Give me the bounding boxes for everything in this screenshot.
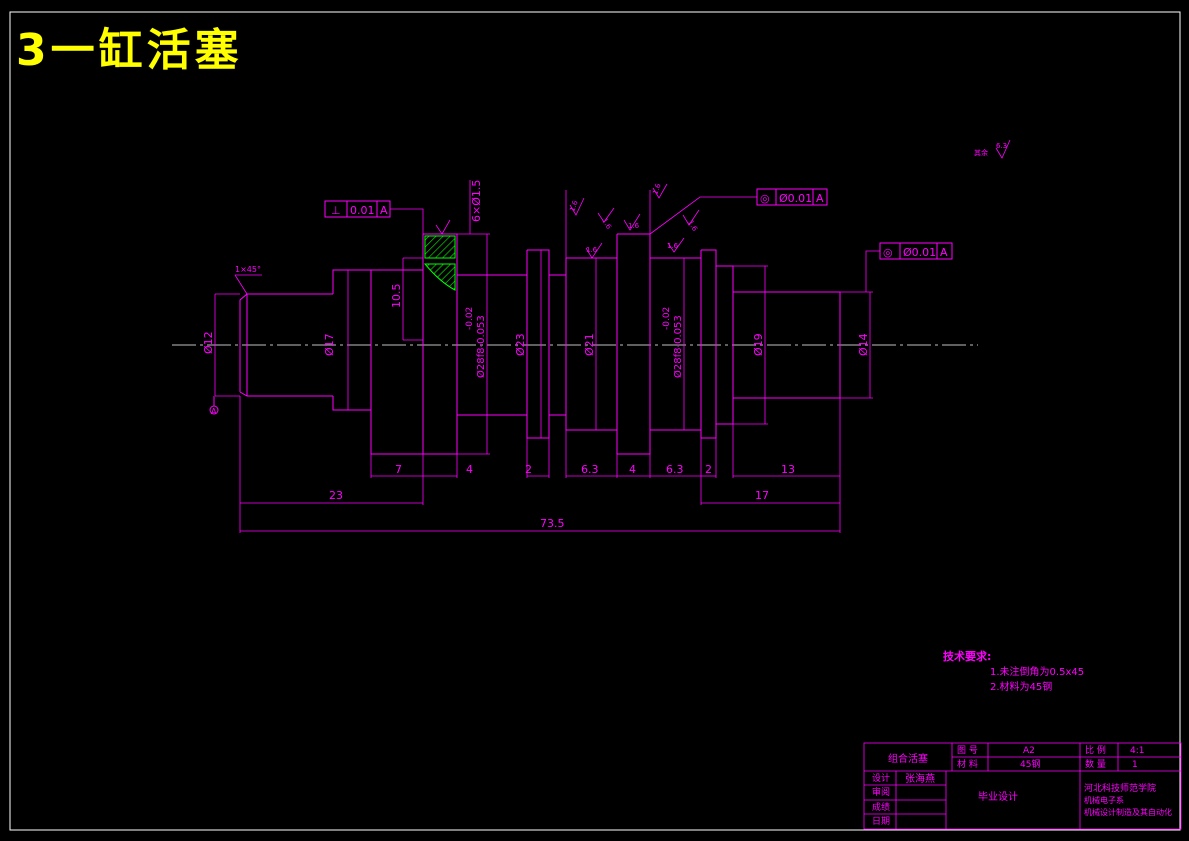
roughness-value-7: 1.6 bbox=[667, 242, 679, 250]
tb-scale-label: 比 例 bbox=[1085, 744, 1106, 756]
conc2-datum: A bbox=[940, 246, 948, 259]
tb-material: 45钢 bbox=[1020, 758, 1040, 770]
dim-d28-left: Ø28f8-0.053 bbox=[475, 315, 487, 378]
tb-drawing-no: A2 bbox=[1023, 746, 1035, 756]
dim-6-3a: 6.3 bbox=[581, 463, 599, 476]
section-hatch bbox=[424, 235, 456, 259]
tb-designer: 张海燕 bbox=[905, 772, 935, 785]
perp-datum: A bbox=[380, 204, 388, 217]
dim-d28-right: Ø28f8-0.053 bbox=[672, 315, 684, 378]
perp-symbol: ⊥ bbox=[331, 204, 341, 217]
dimension-lines bbox=[240, 475, 840, 532]
dim-17: 17 bbox=[755, 489, 769, 502]
tb-material-label: 材 料 bbox=[957, 758, 978, 770]
sheet-border bbox=[9, 11, 1181, 831]
dim-2a: 2 bbox=[525, 463, 532, 476]
dim-73-5: 73.5 bbox=[540, 517, 565, 530]
roughness-rest-value: 6.3 bbox=[996, 142, 1007, 150]
dim-d28-right-tol: -0.02 bbox=[662, 307, 672, 330]
tb-qty-label: 数 量 bbox=[1085, 758, 1106, 770]
tb-score-label: 成绩 bbox=[872, 801, 890, 813]
roughness-value-2: 1.6 bbox=[600, 217, 613, 231]
roughness-rest-label: 其余 bbox=[974, 148, 988, 157]
roughness-value-3: 1.6 bbox=[628, 222, 640, 230]
leader-lines bbox=[234, 196, 880, 295]
part-outline bbox=[239, 233, 841, 455]
conc2-symbol: ◎ bbox=[883, 246, 893, 259]
dim-d28-left-tol: -0.02 bbox=[465, 307, 475, 330]
roughness-value-6: 1.6 bbox=[586, 246, 598, 254]
notes-heading: 技术要求: bbox=[943, 649, 991, 663]
conc2-value: Ø0.01 bbox=[903, 246, 936, 259]
notes-item-1: 1.未注倒角为0.5x45 bbox=[990, 665, 1084, 678]
dim-6-3b: 6.3 bbox=[666, 463, 684, 476]
dim-d21: Ø21 bbox=[583, 333, 596, 356]
chamfer-label: 1×45° bbox=[235, 265, 261, 274]
roughness-value-5: 1.6 bbox=[686, 219, 699, 233]
tb-dept: 机械电子系 bbox=[1084, 795, 1124, 805]
dim-10-5: 10.5 bbox=[390, 284, 403, 309]
dim-holes: 6×Ø1.5 bbox=[470, 180, 483, 222]
conc1-value: Ø0.01 bbox=[779, 192, 812, 205]
dim-4a: 4 bbox=[466, 463, 473, 476]
dim-13: 13 bbox=[781, 463, 795, 476]
tb-drawing-no-label: 图 号 bbox=[957, 745, 978, 756]
dim-2b: 2 bbox=[705, 463, 712, 476]
dim-23: 23 bbox=[329, 489, 343, 502]
dim-d12: Ø12 bbox=[202, 331, 215, 354]
tb-major: 机械设计制造及其自动化 bbox=[1084, 807, 1172, 817]
dim-7: 7 bbox=[395, 463, 402, 476]
conc1-symbol: ◎ bbox=[760, 192, 770, 205]
datum-label: A bbox=[211, 407, 217, 416]
dim-d19: Ø19 bbox=[752, 333, 765, 356]
title-block-grid bbox=[863, 742, 1182, 830]
notes-item-2: 2.材料为45钢 bbox=[990, 680, 1052, 693]
dim-4b: 4 bbox=[629, 463, 636, 476]
dim-d14: Ø14 bbox=[857, 333, 870, 356]
tb-check-label: 审阅 bbox=[872, 786, 890, 798]
tb-date-label: 日期 bbox=[872, 816, 890, 827]
tb-design-label: 设计 bbox=[872, 772, 890, 784]
tolerance-frame-concentricity-1 bbox=[756, 188, 828, 206]
conc1-datum: A bbox=[816, 192, 824, 205]
tb-school: 河北科技师范学院 bbox=[1084, 782, 1156, 794]
tb-project: 毕业设计 bbox=[978, 790, 1018, 803]
roughness-value-4: 1.6 bbox=[651, 182, 663, 196]
dim-d17: Ø17 bbox=[323, 333, 336, 356]
drawing-title: 3一缸活塞 bbox=[16, 25, 243, 76]
roughness-value-1: 1.6 bbox=[568, 199, 580, 213]
extension-lines bbox=[214, 180, 873, 533]
tolerance-frame-perpendicularity bbox=[324, 200, 391, 218]
tb-part-name: 组合活塞 bbox=[888, 752, 928, 765]
roughness-symbols bbox=[435, 139, 1011, 259]
dim-d23: Ø23 bbox=[514, 333, 527, 356]
tolerance-frame-concentricity-2 bbox=[879, 242, 953, 260]
perp-value: 0.01 bbox=[350, 204, 375, 217]
tb-scale: 4:1 bbox=[1130, 746, 1144, 756]
tb-qty: 1 bbox=[1132, 760, 1138, 770]
